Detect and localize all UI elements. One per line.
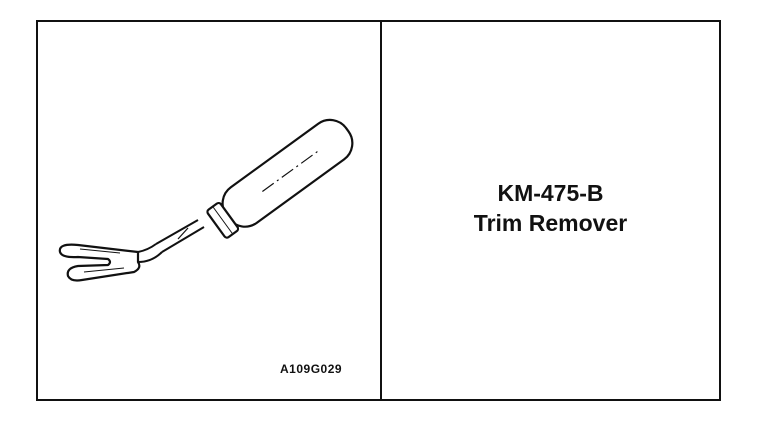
- tool-name: Trim Remover: [473, 210, 628, 236]
- figure-code: A109G029: [280, 362, 343, 376]
- tool-caption: KM-475-B Trim Remover: [382, 178, 719, 238]
- panel-divider: [380, 22, 382, 399]
- tool-figure-frame: A109G029 KM-475-B Trim Remover: [36, 20, 721, 401]
- trim-remover-tool-icon: [58, 118, 354, 282]
- tool-number: KM-475-B: [497, 180, 604, 206]
